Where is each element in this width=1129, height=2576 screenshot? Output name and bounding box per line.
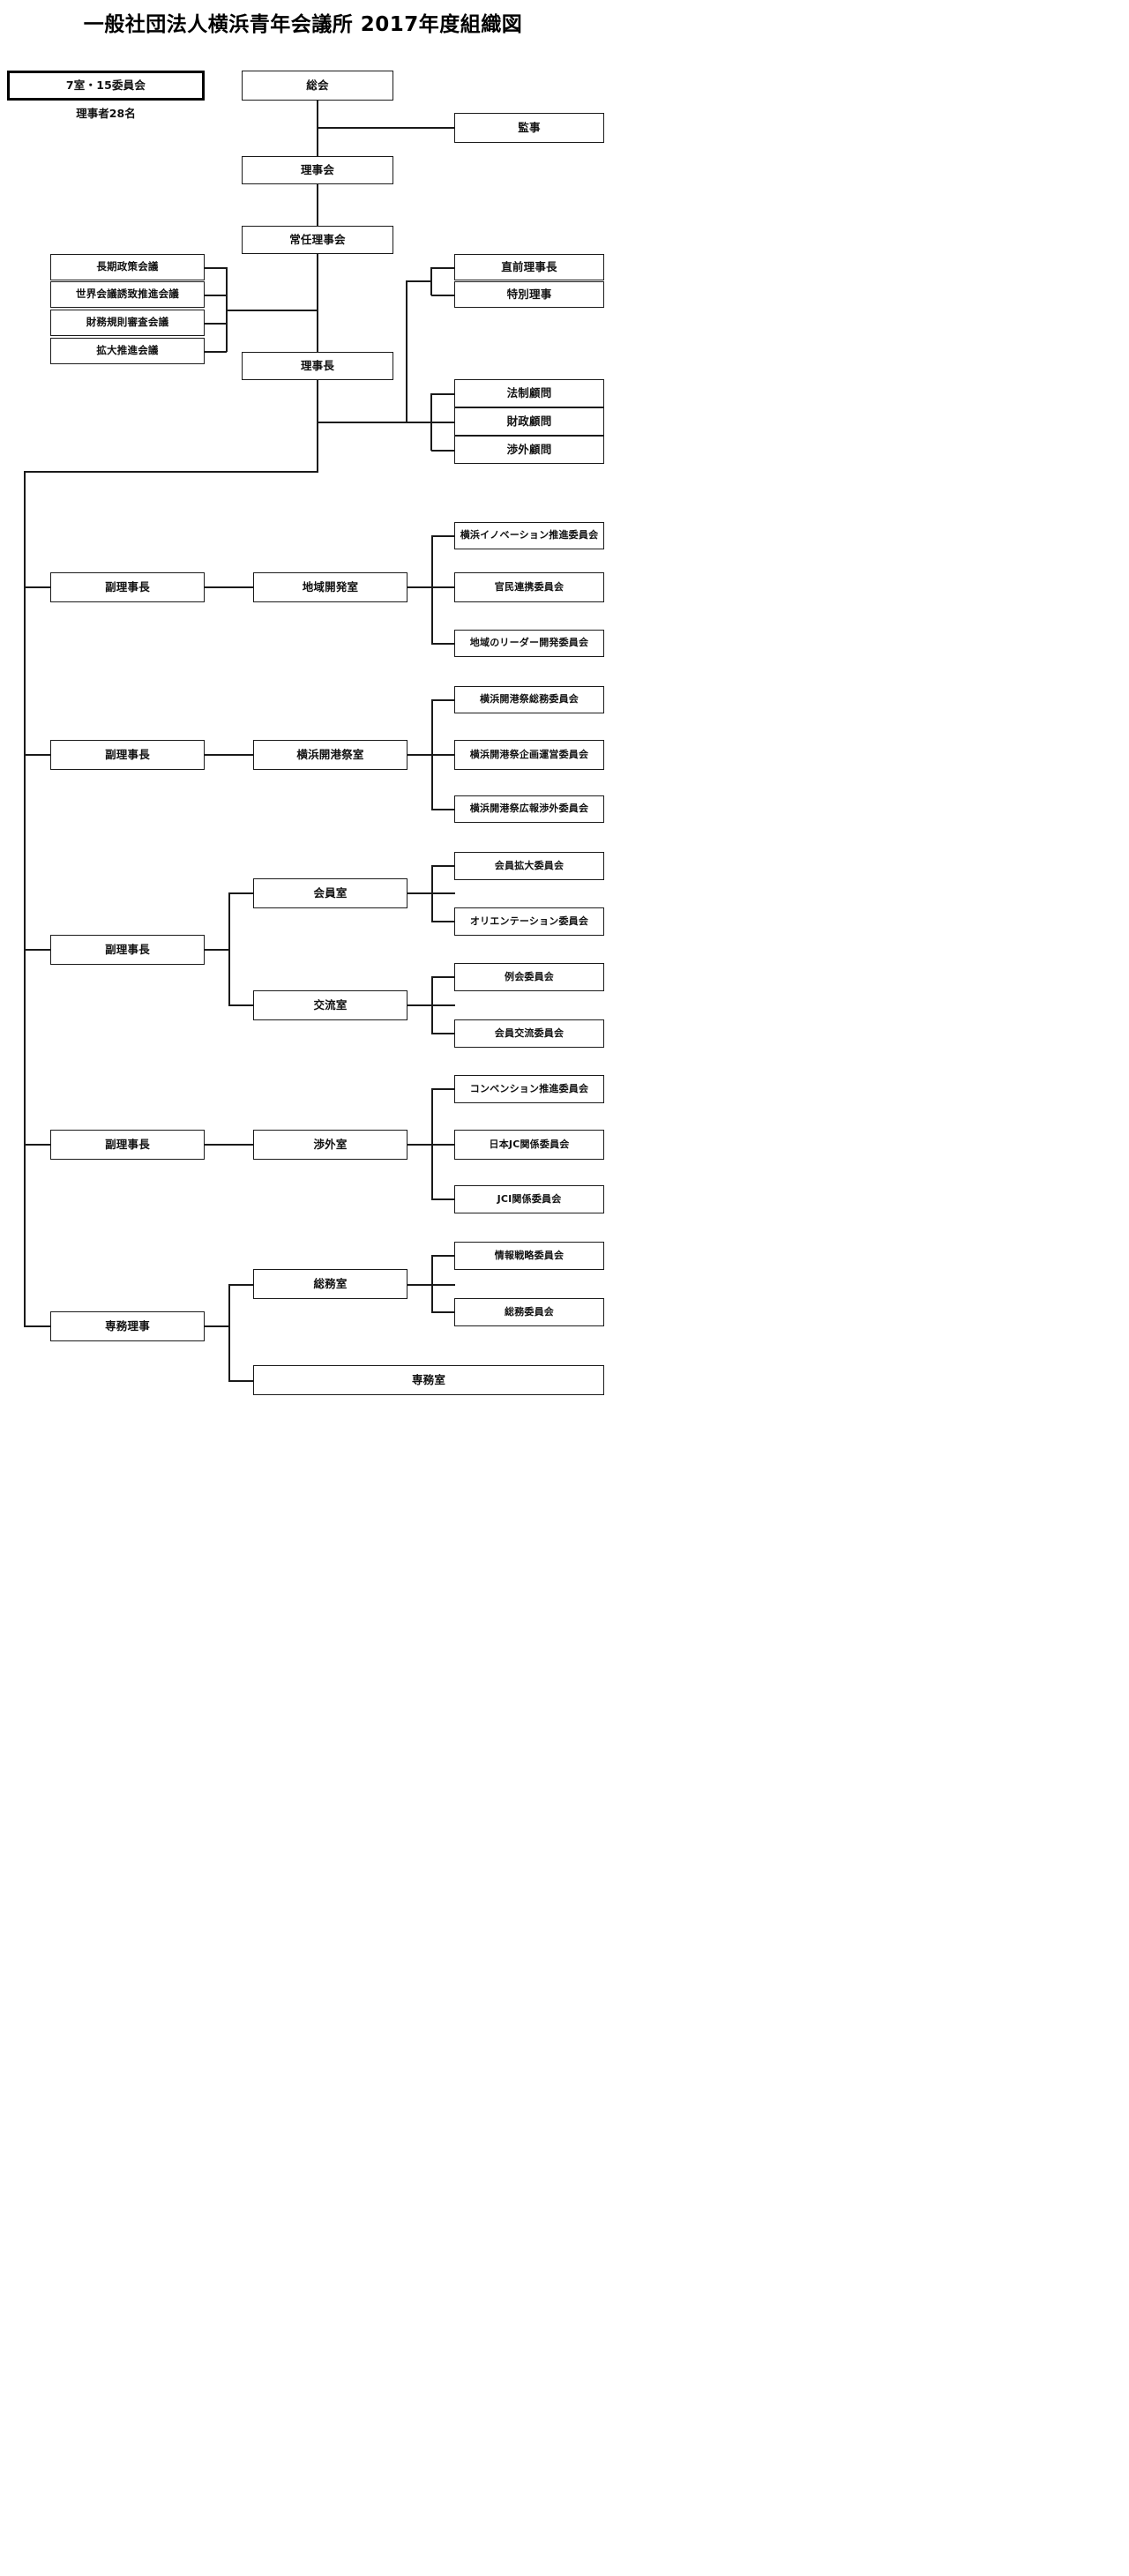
- line-council-2-stub: [205, 323, 227, 325]
- line-advisor-2-stub: [431, 450, 455, 452]
- node-committee-3-0-2: JCI関係委員会: [454, 1185, 604, 1213]
- node-general-meeting: 総会: [242, 71, 393, 101]
- node-board-of-directors: 理事会: [242, 156, 393, 184]
- line-advisor-0-stub: [431, 393, 455, 395]
- legend-box: 7室・15委員会: [7, 71, 205, 101]
- page-title: 一般社団法人横浜青年会議所 2017年度組織図: [83, 13, 523, 36]
- node-officer-1: 副理事長: [50, 740, 205, 770]
- node-committee-1-0-0: 横浜開港祭総務委員会: [454, 686, 604, 713]
- line-president-to-main-spine: [24, 471, 318, 473]
- line-officer-2-to-room-0: [228, 892, 254, 894]
- node-committee-1-0-2: 横浜開港祭広報渉外委員会: [454, 795, 604, 823]
- node-council-2: 財務規則審査会議: [50, 310, 205, 336]
- line-room-3-0-spine: [431, 1088, 433, 1199]
- line-committee-2-0-0-stub: [431, 865, 455, 867]
- line-room-0-0-spine: [431, 535, 433, 644]
- node-right-director-1: 特別理事: [454, 281, 604, 308]
- line-officer-2-bracket: [228, 892, 230, 1005]
- line-spine-to-officer-2: [24, 949, 51, 951]
- line-officer-3-to-room: [205, 1144, 254, 1146]
- line-right-director-to-riser: [406, 280, 432, 282]
- line-right-director-1-stub: [431, 295, 455, 296]
- node-officer-0: 副理事長: [50, 572, 205, 602]
- line-officer-4-to-room-0: [228, 1284, 254, 1286]
- line-room-1-0-spine: [431, 699, 433, 810]
- node-committee-4-0-0: 情報戦略委員会: [454, 1242, 604, 1270]
- node-committee-0-0-1: 官民連携委員会: [454, 572, 604, 602]
- line-room-2-0-spine: [431, 865, 433, 922]
- node-advisor-2: 渉外顧問: [454, 436, 604, 464]
- line-right-director-0-stub: [431, 267, 455, 269]
- line-advisor-1-stub: [431, 422, 455, 423]
- node-room-0-0: 地域開発室: [253, 572, 407, 602]
- line-president-to-right-riser: [317, 422, 432, 423]
- node-council-0: 長期政策会議: [50, 254, 205, 280]
- line-council-3-stub: [205, 351, 227, 353]
- node-committee-2-0-1: オリエンテーション委員会: [454, 907, 604, 936]
- line-standing-to-president: [317, 254, 318, 353]
- line-council-1-stub: [205, 295, 227, 296]
- line-committee-0-0-2-stub: [431, 643, 455, 645]
- legend-sub-label: 理事者28名: [76, 107, 136, 120]
- line-committee-2-1-0-stub: [431, 976, 455, 978]
- line-spine-to-officer-1: [24, 754, 51, 756]
- line-president-down: [317, 380, 318, 472]
- line-spine-to-officer-0: [24, 586, 51, 588]
- node-officer-2: 副理事長: [50, 935, 205, 965]
- line-officer-2-to-room-1: [228, 1004, 254, 1006]
- line-main-spine: [24, 471, 26, 1326]
- line-right-riser: [406, 280, 407, 422]
- node-committee-0-0-0: 横浜イノベーション推進委員会: [454, 522, 604, 549]
- line-committee-2-0-1-stub: [431, 921, 455, 922]
- node-advisor-0: 法制顧問: [454, 379, 604, 407]
- node-committee-2-1-1: 会員交流委員会: [454, 1019, 604, 1048]
- line-committee-1-0-2-stub: [431, 809, 455, 810]
- line-spine-to-officer-4: [24, 1325, 51, 1327]
- line-committee-3-0-0-stub: [431, 1088, 455, 1090]
- node-committee-4-0-1: 総務委員会: [454, 1298, 604, 1326]
- line-committee-3-0-2-stub: [431, 1198, 455, 1200]
- line-spine-to-officer-3: [24, 1144, 51, 1146]
- line-officer-4-to-room-1: [228, 1380, 254, 1382]
- node-auditor: 監事: [454, 113, 604, 143]
- node-council-1: 世界会議誘致推進会議: [50, 281, 205, 308]
- line-council-0-stub: [205, 267, 227, 269]
- node-president: 理事長: [242, 352, 393, 380]
- node-room-4-0: 総務室: [253, 1269, 407, 1299]
- line-officer-4-bracket: [228, 1284, 230, 1381]
- node-right-director-0: 直前理事長: [454, 254, 604, 280]
- line-officer-0-to-room: [205, 586, 254, 588]
- line-committee-4-0-0-stub: [431, 1255, 455, 1257]
- line-general-to-auditor: [317, 127, 455, 129]
- node-room-2-0: 会員室: [253, 878, 407, 908]
- node-officer-3: 副理事長: [50, 1130, 205, 1160]
- node-committee-1-0-1: 横浜開港祭企画運営委員会: [454, 740, 604, 770]
- node-room-2-1: 交流室: [253, 990, 407, 1020]
- node-room-4-1: 専務室: [253, 1365, 604, 1395]
- node-committee-3-0-1: 日本JC関係委員会: [454, 1130, 604, 1160]
- node-officer-4: 専務理事: [50, 1311, 205, 1341]
- node-room-3-0: 渉外室: [253, 1130, 407, 1160]
- node-standing-board: 常任理事会: [242, 226, 393, 254]
- line-council-to-trunk: [226, 310, 318, 311]
- line-officer-4-stub: [205, 1325, 229, 1327]
- node-committee-2-0-0: 会員拡大委員会: [454, 852, 604, 880]
- line-committee-1-0-0-stub: [431, 699, 455, 701]
- node-council-3: 拡大推進会議: [50, 338, 205, 364]
- node-committee-0-0-2: 地域のリーダー開発委員会: [454, 630, 604, 657]
- node-room-1-0: 横浜開港祭室: [253, 740, 407, 770]
- line-general-to-board: [317, 101, 318, 157]
- line-committee-2-1-1-stub: [431, 1033, 455, 1034]
- line-board-to-standing: [317, 184, 318, 226]
- node-committee-3-0-0: コンベンション推進委員会: [454, 1075, 604, 1103]
- line-officer-2-stub: [205, 949, 229, 951]
- line-room-2-1-spine: [431, 976, 433, 1034]
- line-committee-4-0-1-stub: [431, 1311, 455, 1313]
- line-committee-0-0-0-stub: [431, 535, 455, 537]
- line-officer-1-to-room: [205, 754, 254, 756]
- node-advisor-1: 財政顧問: [454, 407, 604, 436]
- line-room-4-0-spine: [431, 1255, 433, 1312]
- node-committee-2-1-0: 例会委員会: [454, 963, 604, 991]
